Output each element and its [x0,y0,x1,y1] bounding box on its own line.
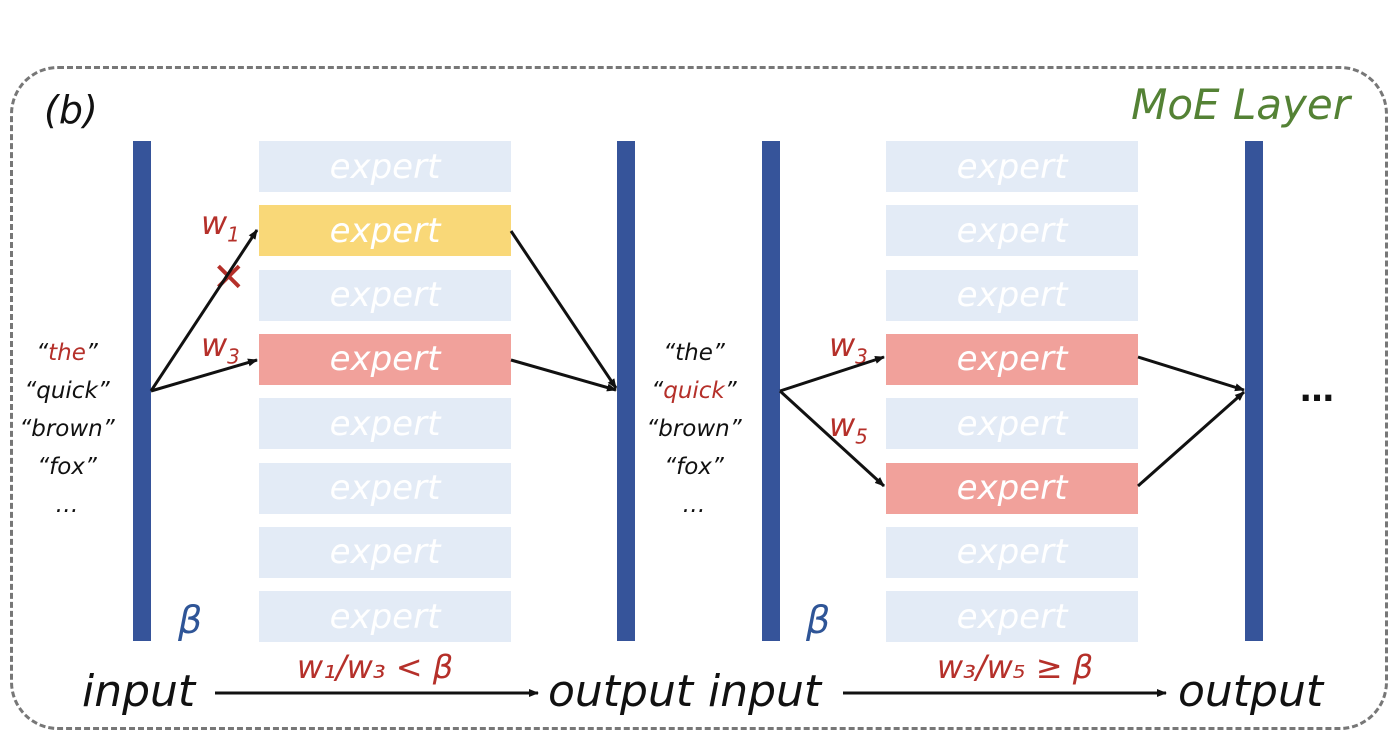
expert-left-4: expert [259,333,511,385]
token-right-4: “fox” [664,454,724,480]
output-label-left: output [548,666,694,717]
weight-w1-left: w1 [201,204,240,247]
expert-left-1: expert [259,141,511,192]
arrow-expert6-to-output-right [1137,390,1245,488]
expert-left-6: expert [259,462,511,514]
expert-left-5: expert [259,398,511,450]
token-list-left: “the” “quick” “brown” “fox” … [7,334,127,524]
moe-layer-title: MoE Layer [1131,80,1350,129]
beta-label-right: β [806,598,831,642]
token-list-right: “the” “quick” “brown” “fox” … [634,334,754,524]
input-label-left: input [82,666,196,717]
moe-layer-frame [10,66,1388,730]
token-right-3: “brown” [646,416,742,442]
token-left-3: “brown” [19,416,115,442]
expert-left-2: expert [259,205,511,257]
expert-left-3: expert [259,269,511,321]
arrow-expert4-to-output-right [1137,355,1245,392]
output-label-right: output [1178,666,1324,717]
condition-right: w₃/w₅ ≥ β [936,648,1094,686]
arrow-router-to-expert6-right [778,389,886,488]
beta-label-left: β [178,598,203,642]
token-left-1: “the” [36,340,98,366]
token-right-5: … [682,492,706,518]
weight-w3-left: w3 [201,326,240,369]
token-right-2: “quick” [651,378,737,404]
arrow-router-to-expert2-left [149,229,259,392]
router-bar-right [762,141,780,641]
expert-left-7: expert [259,526,511,578]
token-left-4: “fox” [37,454,97,480]
expert-right-1: expert [886,141,1138,192]
expert-left-8: expert [259,591,511,643]
expert-right-2: expert [886,205,1138,257]
router-bar-left [133,141,151,641]
input-label-right: input [708,666,822,717]
panel-label: (b) [44,88,98,132]
combine-bar-left [617,141,635,641]
arrow-expert4-to-output-left [510,358,617,392]
arrow-expert2-to-output-left [509,230,618,389]
expert-right-8: expert [886,591,1138,643]
token-left-2: “quick” [24,378,110,404]
arrow-router-to-expert4-right [779,355,885,393]
weight-w5-right: w5 [829,406,868,449]
condition-left: w₁/w₃ < β [296,648,454,686]
expert-right-5: expert [886,398,1138,450]
expert-right-3: expert [886,269,1138,321]
expert-right-7: expert [886,526,1138,578]
token-left-5: … [55,492,79,518]
expert-right-4: expert [886,333,1138,385]
token-right-1: “the” [663,340,725,366]
combine-bar-right [1245,141,1263,641]
arrow-router-to-expert4-left [150,358,258,393]
expert-right-6: expert [886,462,1138,514]
continuation-ellipsis: … [1300,370,1334,410]
